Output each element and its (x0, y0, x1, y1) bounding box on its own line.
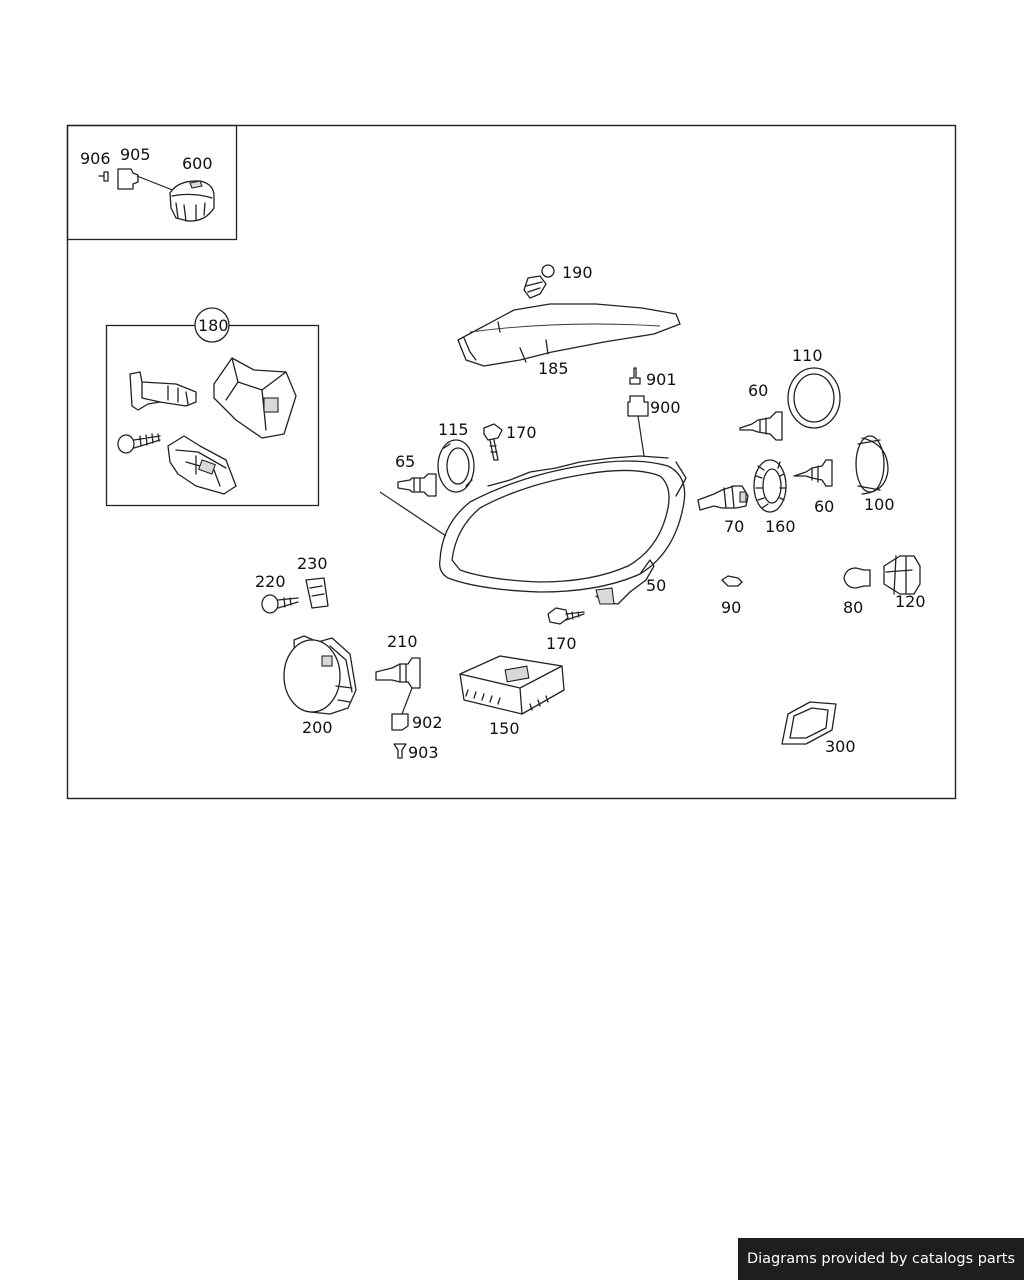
part-100-cap[interactable] (855, 435, 889, 495)
label-220: 220 (255, 572, 286, 591)
part-901-pin[interactable] (629, 367, 641, 385)
leader-900-headlamp (637, 415, 645, 457)
label-70: 70 (724, 517, 744, 536)
part-110-seal[interactable] (787, 367, 841, 429)
label-80: 80 (843, 598, 863, 617)
label-210: 210 (387, 632, 418, 651)
part-70-bulb[interactable] (697, 485, 749, 511)
part-905-plug[interactable] (117, 168, 139, 190)
label-906: 906 (80, 149, 111, 168)
part-90-bulb[interactable] (721, 575, 743, 587)
diagram-frame (66, 124, 957, 800)
part-210-bulb[interactable] (375, 657, 421, 689)
part-906-pin[interactable] (98, 171, 109, 182)
part-600-cap[interactable] (169, 180, 215, 222)
part-60-bulb-bottom[interactable] (793, 459, 833, 487)
part-170-screw-top[interactable] (483, 423, 503, 461)
label-60-top: 60 (748, 381, 768, 400)
label-115: 115 (438, 420, 469, 439)
label-65: 65 (395, 452, 415, 471)
label-200: 200 (302, 718, 333, 737)
label-600: 600 (182, 154, 213, 173)
label-905: 905 (120, 145, 151, 164)
label-110: 110 (792, 346, 823, 365)
label-901: 901 (646, 370, 677, 389)
label-160: 160 (765, 517, 796, 536)
part-220-screw[interactable] (261, 594, 299, 614)
label-902: 902 (412, 713, 443, 732)
label-185: 185 (538, 359, 569, 378)
part-50-headlamp[interactable] (439, 455, 687, 605)
label-190: 190 (562, 263, 593, 282)
label-230: 230 (297, 554, 328, 573)
part-185-cover[interactable] (457, 303, 681, 367)
part-80-bulb[interactable] (843, 567, 871, 589)
part-60-bulb-top[interactable] (739, 411, 783, 441)
label-170-top: 170 (506, 423, 537, 442)
label-150: 150 (489, 719, 520, 738)
part-115-ring[interactable] (437, 439, 475, 493)
part-160-ring[interactable] (753, 459, 787, 513)
leader-210-902 (401, 687, 413, 715)
label-180: 180 (198, 316, 229, 335)
leader-65-headlamp (379, 491, 447, 537)
part-65-bulb[interactable] (397, 473, 437, 497)
label-300: 300 (825, 737, 856, 756)
label-903: 903 (408, 743, 439, 762)
part-180-holder[interactable] (167, 435, 237, 495)
label-170-bottom: 170 (546, 634, 577, 653)
label-120: 120 (895, 592, 926, 611)
credit-banner: Diagrams provided by catalogs parts (738, 1238, 1024, 1280)
callout-circle-180 (194, 307, 230, 343)
label-50: 50 (646, 576, 666, 595)
part-180-bracket-right[interactable] (213, 357, 297, 439)
part-180-bracket-left[interactable] (129, 371, 197, 411)
part-190-clip[interactable] (523, 264, 555, 299)
label-90: 90 (721, 598, 741, 617)
part-903-pin[interactable] (393, 743, 407, 759)
part-150-ballast[interactable] (459, 655, 565, 715)
part-180-screw[interactable] (117, 433, 161, 454)
label-900: 900 (650, 398, 681, 417)
label-60-bottom: 60 (814, 497, 834, 516)
part-300-cover[interactable] (781, 701, 837, 745)
part-200-foglamp[interactable] (283, 635, 357, 715)
callout-labels: 906 905 600 180 190 185 901 900 110 60 1… (80, 145, 926, 762)
part-230-clip[interactable] (305, 577, 329, 609)
inset-frame-600 (66, 124, 238, 241)
part-900-plug[interactable] (627, 395, 649, 417)
part-120-socket[interactable] (883, 555, 921, 595)
leader-905-600 (136, 175, 176, 192)
part-170-screw-bottom[interactable] (547, 607, 585, 625)
label-100: 100 (864, 495, 895, 514)
part-902-plug[interactable] (391, 713, 409, 731)
